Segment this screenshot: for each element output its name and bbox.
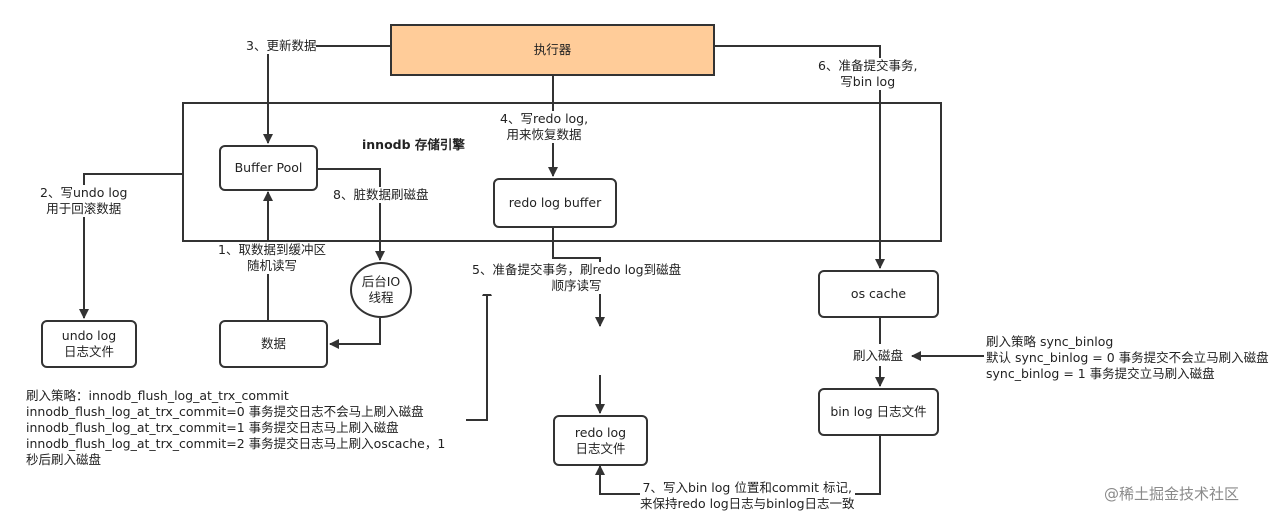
binlog-flush-policy-note: 刷入策略 sync_binlog 默认 sync_binlog = 0 事务提交… [986, 334, 1269, 381]
edge-8-flush-dirty [318, 168, 385, 261]
background-io-node: 后台IO 线程 [350, 262, 412, 318]
executor-node: 执行器 [390, 24, 715, 76]
innodb-engine-frame [182, 102, 942, 242]
edge-label-8: 8、脏数据刷磁盘 [333, 187, 429, 203]
edge-label-6: 6、准备提交事务, 写bin log [818, 58, 918, 90]
os-cache-node: os cache [818, 270, 939, 318]
undo-log-file-node: undo log 日志文件 [41, 320, 137, 368]
data-node: 数据 [219, 320, 328, 368]
edge-label-7: 7、写入bin log 位置和commit 标记, 来保持redo log日志与… [640, 480, 855, 512]
redo-log-file-node: redo log 日志文件 [553, 415, 648, 466]
edge-label-3: 3、更新数据 [246, 38, 317, 54]
bin-log-file-node: bin log 日志文件 [818, 388, 939, 436]
edge-label-1: 1、取数据到缓冲区 随机读写 [218, 242, 326, 274]
edge-2-write-undo [79, 173, 182, 319]
edge-policy-arrow [466, 286, 492, 421]
edge-6-write-binlog [715, 45, 885, 269]
edge-label-2: 2、写undo log 用于回滚数据 [40, 185, 128, 217]
edge-label-4: 4、写redo log, 用来恢复数据 [500, 111, 589, 143]
innodb-flush-policy-note: 刷入策略：innodb_flush_log_at_trx_commit inno… [26, 388, 446, 467]
edge-io-to-data [329, 318, 381, 349]
redo-log-buffer-node: redo log buffer [493, 178, 617, 228]
watermark: @稀土掘金技术社区 [1104, 485, 1240, 503]
edge-label-flush-disk: 刷入磁盘 [853, 348, 904, 364]
buffer-pool-node: Buffer Pool [219, 145, 318, 191]
innodb-engine-label: innodb 存储引擎 [362, 137, 465, 152]
edge-label-5: 5、准备提交事务，刷redo log到磁盘 顺序读写 [472, 262, 682, 294]
